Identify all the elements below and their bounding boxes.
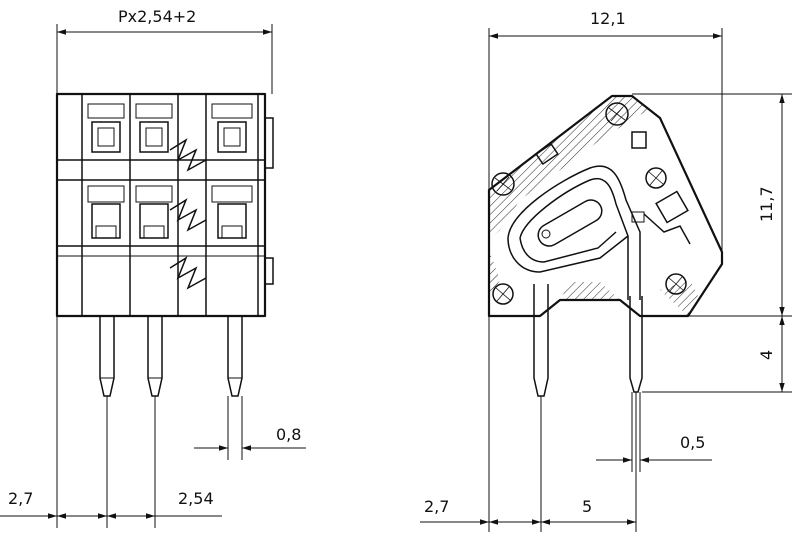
dim-side-height: 11,7 — [757, 186, 776, 222]
dim-side-offset: 2,7 — [424, 497, 449, 516]
side-screws — [491, 102, 687, 305]
dim-pitch-total: Px2,54+2 — [118, 7, 196, 26]
front-cell-1 — [87, 103, 125, 239]
dim-front-offset: 2,7 — [8, 489, 33, 508]
dim-front-pitch: 2,54 — [178, 489, 214, 508]
front-pins — [99, 316, 243, 397]
dim-side-width: 12,1 — [590, 9, 626, 28]
dim-pin-width: 0,8 — [276, 425, 301, 444]
dim-pin-length: 4 — [757, 350, 776, 360]
front-cell-2 — [135, 103, 173, 239]
side-view: 12,1 11,7 4 0,5 2,7 5 — [420, 9, 792, 532]
dim-side-pin-spacing: 5 — [582, 497, 592, 516]
front-body-outline — [55, 92, 267, 318]
dim-pin-thickness: 0,5 — [680, 433, 705, 452]
front-cell-3 — [211, 103, 253, 239]
front-view: Px2,54+2 0,8 2,7 2,54 — [0, 7, 306, 528]
